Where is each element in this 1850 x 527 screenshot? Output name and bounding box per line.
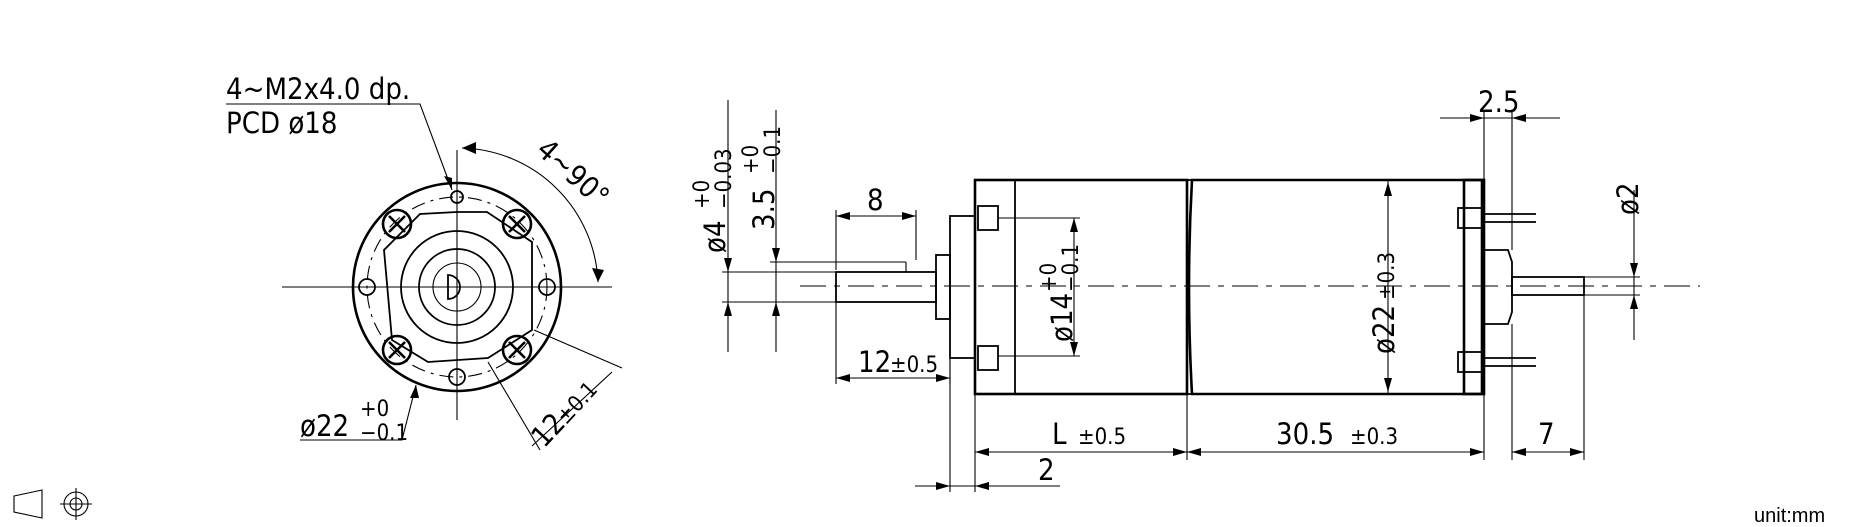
rear-len-label: 7 bbox=[1538, 417, 1555, 451]
flat-len-arrow-left bbox=[836, 212, 850, 220]
motor-len-arrow-right bbox=[1470, 448, 1484, 456]
screw-top-left bbox=[381, 208, 413, 240]
unit-label: unit:mm bbox=[1754, 505, 1825, 527]
hole-note-leader bbox=[226, 103, 453, 191]
front-view: 4~M2x4.0 dp. PCD ø18 4~90° ø22 +0 −0.1 1… bbox=[226, 72, 623, 454]
rear-shaft bbox=[1511, 276, 1585, 296]
flange-outer-circle bbox=[351, 181, 563, 393]
shaft-dia-arrow-top bbox=[724, 258, 732, 272]
d-shaft-profile bbox=[447, 274, 461, 300]
motor-body bbox=[1187, 178, 1484, 396]
shaft-len-tol: ±0.5 bbox=[890, 353, 938, 378]
rear-bearing bbox=[1484, 249, 1513, 325]
flange-thk-label: 2 bbox=[1038, 453, 1055, 487]
shaft-len-arrow-left bbox=[836, 374, 850, 382]
rear-shaft-arrow-bottom bbox=[1630, 295, 1638, 309]
rear-plate-label: 2.5 bbox=[1478, 85, 1519, 119]
gearbox-len-tol: ±0.5 bbox=[1078, 425, 1126, 450]
terminal-bottom-block bbox=[1457, 351, 1485, 373]
flat-len-arrow-right bbox=[902, 212, 916, 220]
shaft-dia-label: ø4 bbox=[698, 220, 732, 253]
hub-circle bbox=[400, 230, 514, 344]
flange-tol-upper: +0 bbox=[360, 397, 389, 422]
screw-bottom-left bbox=[381, 334, 413, 366]
screw-bottom-right bbox=[501, 334, 533, 366]
flange-screw-bottom bbox=[977, 345, 999, 371]
rear-len-arrow-right bbox=[1570, 448, 1584, 456]
shaft-flat-tol-upper: +0 bbox=[739, 145, 764, 174]
body-dia-arrow-bottom bbox=[1384, 378, 1392, 392]
motor-len-arrow-left bbox=[1187, 448, 1201, 456]
boss-tol-upper: +0 bbox=[1037, 263, 1062, 292]
boss-text: ø14 +0 −0.1 bbox=[1037, 244, 1084, 342]
shaft-dia-tol-upper: +0 bbox=[690, 180, 715, 209]
angle-arrow-start bbox=[462, 142, 476, 154]
body-dia-text: ø22 ±0.3 bbox=[1367, 252, 1401, 354]
side-view: ø4 +0 −0.03 3.5 +0 −0.1 8 12 ±0.5 bbox=[690, 85, 1700, 492]
flange-dia-leader bbox=[300, 384, 417, 441]
flat-dim-text: 12 ±0.1 bbox=[524, 377, 603, 453]
bearing-circle bbox=[418, 248, 496, 326]
gearbox-len-label: L bbox=[1052, 417, 1067, 451]
angle-dim-arc bbox=[461, 147, 599, 283]
shaft-flat-arrow-top bbox=[772, 248, 780, 262]
hole-note-line2: PCD ø18 bbox=[226, 106, 337, 140]
body-dia-tol: ±0.3 bbox=[1375, 252, 1400, 300]
mount-hole-right bbox=[538, 278, 556, 296]
angle-arrow-end bbox=[592, 268, 604, 282]
hole-note-arrow bbox=[444, 176, 452, 190]
flat-dim-line bbox=[531, 371, 613, 447]
end-cap bbox=[1462, 178, 1486, 396]
flange-thk-arrow-right bbox=[975, 482, 989, 490]
flange-plate bbox=[949, 215, 976, 359]
flange-tol-lower: −0.1 bbox=[360, 421, 408, 446]
mount-hole-left bbox=[358, 278, 376, 296]
gearbox-len-arrow-right bbox=[1173, 448, 1187, 456]
shaft-flat-tol-lower: −0.1 bbox=[761, 126, 786, 174]
shaft-dia-tol-lower: −0.03 bbox=[712, 148, 737, 209]
rear-plate-arrow-right bbox=[1512, 114, 1526, 122]
bearing-boss bbox=[935, 254, 951, 320]
flat-len-label: 8 bbox=[867, 183, 884, 217]
boss-arrow-top bbox=[1070, 218, 1078, 232]
rear-shaft-arrow-top bbox=[1630, 263, 1638, 277]
shaft-len-label: 12 bbox=[858, 345, 891, 379]
flat-ext-line-2 bbox=[487, 361, 541, 451]
shaft-dia-arrow-bottom bbox=[724, 302, 732, 316]
mount-hole-top bbox=[450, 190, 464, 204]
terminal-top-block bbox=[1457, 207, 1485, 229]
rear-plate-arrow-left bbox=[1470, 114, 1484, 122]
boss-label: ø14 bbox=[1045, 293, 1079, 342]
flange-dia-label: ø22 bbox=[300, 409, 349, 443]
gearbox-body bbox=[973, 178, 1189, 396]
flange-screw-top bbox=[977, 205, 999, 231]
angle-label: 4~90° bbox=[530, 132, 616, 214]
pcd-circle bbox=[366, 196, 548, 378]
rear-shaft-dia-label: ø2 bbox=[1611, 182, 1645, 215]
motor-len-tol: ±0.3 bbox=[1350, 425, 1398, 450]
front-shaft bbox=[835, 271, 937, 303]
flange-thk-arrow-left bbox=[936, 482, 950, 490]
flange-dia-arrow bbox=[410, 385, 419, 398]
shaft-dia-text: ø4 +0 −0.03 bbox=[690, 148, 737, 253]
bearing-inner-circle bbox=[432, 262, 482, 312]
shaft-flat-arrow-bottom bbox=[772, 302, 780, 316]
shaft-len-arrow-right bbox=[936, 374, 950, 382]
flat-ext-line-1 bbox=[533, 329, 623, 369]
boss-arrow-bottom bbox=[1070, 342, 1078, 356]
screw-top-right bbox=[501, 208, 533, 240]
mount-hole-bottom bbox=[448, 368, 466, 386]
boss-tol-lower: −0.1 bbox=[1059, 244, 1084, 292]
hole-note-line1: 4~M2x4.0 dp. bbox=[226, 72, 410, 106]
shaft-flat-text: 3.5 +0 −0.1 bbox=[739, 126, 786, 230]
gearbox-hub-outline bbox=[383, 211, 533, 363]
motor-len-label: 30.5 bbox=[1276, 417, 1334, 451]
shaft-flat-label: 3.5 bbox=[747, 189, 781, 230]
rear-len-arrow-left bbox=[1512, 448, 1526, 456]
third-angle-projection-icon bbox=[13, 488, 92, 520]
body-dia-label: ø22 bbox=[1367, 305, 1401, 354]
body-dia-arrow-top bbox=[1384, 182, 1392, 196]
gearbox-len-arrow-left bbox=[975, 448, 989, 456]
